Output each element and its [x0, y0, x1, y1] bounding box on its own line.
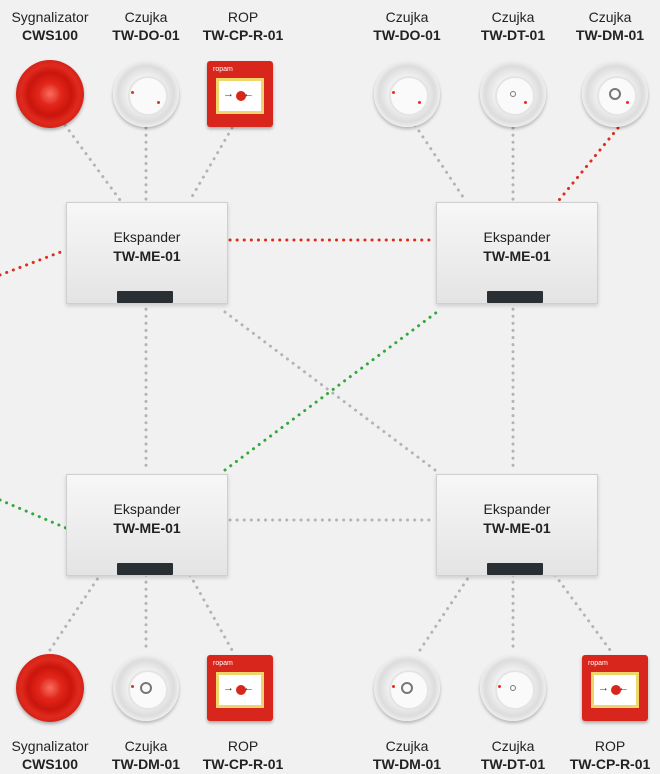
label-bottom-detector-3: Czujka TW-DT-01 — [458, 737, 568, 773]
manual-call-point-icon: ropam — [582, 655, 648, 721]
wire-offscreen-left-top — [0, 248, 68, 277]
multi-sensor-detector-icon — [582, 61, 648, 127]
label-top-detector-2: Czujka TW-DO-01 — [352, 8, 462, 44]
rop-logo: ropam — [213, 66, 233, 73]
wire-detector-top-2 — [413, 123, 467, 202]
expander-led-panel — [117, 563, 173, 575]
label-bottom-detector-1: Czujka TW-DM-01 — [91, 737, 201, 773]
siren-icon — [16, 60, 84, 128]
device-type: Czujka — [491, 738, 535, 754]
rop-logo: ropam — [213, 660, 233, 667]
expander-name: Ekspander — [113, 501, 181, 517]
device-type: ROP — [227, 738, 259, 754]
manual-call-point-icon: ropam — [207, 61, 273, 127]
heat-detector-icon — [480, 655, 546, 721]
device-type: Czujka — [124, 9, 168, 25]
wire-cross-green — [223, 310, 439, 472]
expander-name: Ekspander — [483, 501, 551, 517]
wire-rop-bottom-1 — [188, 573, 234, 652]
expander-model: TW-ME-01 — [483, 248, 551, 264]
label-top-detector-4: Czujka TW-DM-01 — [555, 8, 660, 44]
device-type: Czujka — [385, 9, 429, 25]
label-top-detector-1: Czujka TW-DO-01 — [91, 8, 201, 44]
expander-model: TW-ME-01 — [113, 520, 181, 536]
expander-name: Ekspander — [483, 229, 551, 245]
device-model: TW-DO-01 — [112, 27, 180, 43]
wire-rop-bottom-2 — [553, 573, 612, 652]
label-bottom-siren: Sygnalizator CWS100 — [0, 737, 105, 773]
label-bottom-rop-2: ROP TW-CP-R-01 — [555, 737, 660, 773]
device-model: TW-DT-01 — [480, 756, 546, 772]
multi-sensor-detector-icon — [374, 655, 440, 721]
expander-bottom-left: Ekspander TW-ME-01 — [66, 474, 228, 576]
heat-detector-icon — [480, 61, 546, 127]
expander-led-panel — [117, 291, 173, 303]
label-top-siren: Sygnalizator CWS100 — [0, 8, 105, 44]
device-type: Czujka — [124, 738, 168, 754]
label-top-detector-3: Czujka TW-DT-01 — [458, 8, 568, 44]
device-model: TW-CP-R-01 — [202, 756, 284, 772]
siren-icon — [16, 654, 84, 722]
device-type: ROP — [594, 738, 626, 754]
label-top-rop: ROP TW-CP-R-01 — [188, 8, 298, 44]
rop-logo: ropam — [588, 660, 608, 667]
expander-model: TW-ME-01 — [113, 248, 181, 264]
device-model: TW-CP-R-01 — [202, 27, 284, 43]
manual-call-point-icon: ropam — [207, 655, 273, 721]
device-model: TW-DT-01 — [480, 27, 546, 43]
device-model: CWS100 — [21, 27, 79, 43]
expander-name: Ekspander — [113, 229, 181, 245]
wire-rop-top-1 — [188, 126, 234, 202]
label-bottom-rop-1: ROP TW-CP-R-01 — [188, 737, 298, 773]
device-model: TW-CP-R-01 — [569, 756, 651, 772]
expander-led-panel — [487, 563, 543, 575]
device-model: TW-DM-01 — [372, 756, 442, 772]
wire-offscreen-left-bottom — [0, 498, 68, 530]
device-model: TW-DM-01 — [575, 27, 645, 43]
expander-model: TW-ME-01 — [483, 520, 551, 536]
wire-siren-bottom — [48, 573, 102, 652]
expander-bottom-right: Ekspander TW-ME-01 — [436, 474, 598, 576]
multi-sensor-detector-icon — [113, 655, 179, 721]
device-type: Czujka — [491, 9, 535, 25]
wire-detector-top-4 — [553, 126, 620, 207]
device-model: TW-DM-01 — [111, 756, 181, 772]
optical-smoke-detector-icon — [113, 61, 179, 127]
expander-led-panel — [487, 291, 543, 303]
device-model: CWS100 — [21, 756, 79, 772]
label-bottom-detector-2: Czujka TW-DM-01 — [352, 737, 462, 773]
optical-smoke-detector-icon — [374, 61, 440, 127]
device-type: Sygnalizator — [11, 9, 89, 25]
device-model: TW-DO-01 — [373, 27, 441, 43]
device-type: Sygnalizator — [11, 738, 89, 754]
expander-top-left: Ekspander TW-ME-01 — [66, 202, 228, 304]
wire-cross-gray — [223, 310, 437, 472]
wire-detector-bottom-2 — [418, 573, 472, 652]
expander-top-right: Ekspander TW-ME-01 — [436, 202, 598, 304]
wire-siren-top — [63, 123, 122, 202]
device-type: ROP — [227, 9, 259, 25]
device-type: Czujka — [588, 9, 632, 25]
device-type: Czujka — [385, 738, 429, 754]
